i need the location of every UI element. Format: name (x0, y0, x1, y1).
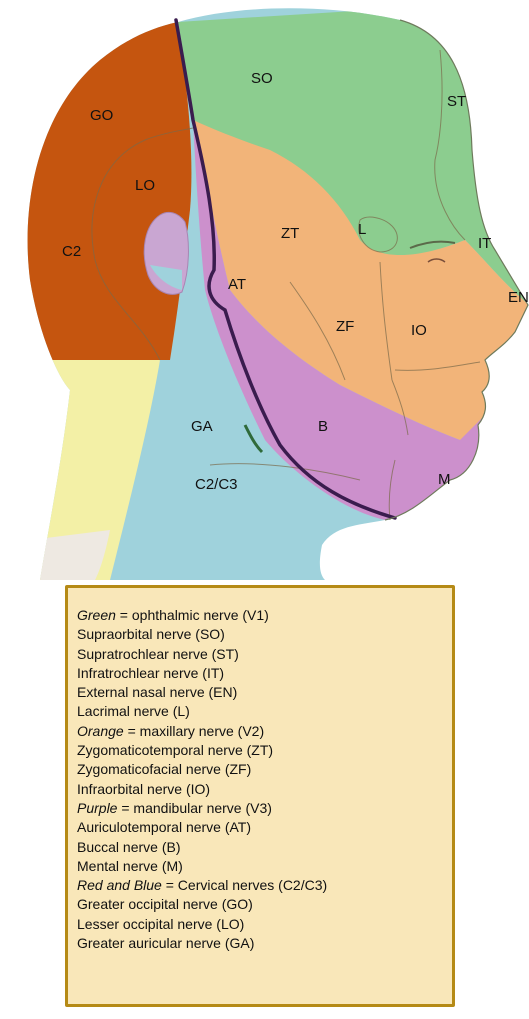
legend-item: Lesser occipital nerve (LO) (77, 915, 452, 934)
legend-color-word: Green (77, 607, 116, 623)
label-C2C3: C2/C3 (195, 476, 238, 493)
shoulder-patch (30, 530, 110, 580)
label-LO: LO (135, 177, 155, 194)
legend-heading-text: = Cervical nerves (C2/C3) (162, 877, 327, 893)
label-M: M (438, 471, 451, 488)
label-B: B (318, 418, 328, 435)
label-IT: IT (478, 235, 491, 252)
label-ZF: ZF (336, 318, 354, 335)
label-ZT: ZT (281, 225, 299, 242)
legend-item: Buccal nerve (B) (77, 838, 452, 857)
cervical-red-region (0, 0, 191, 360)
label-IO: IO (411, 322, 427, 339)
head-dermatome-illustration: SO ST GO LO C2 ZT L IT AT EN ZF IO GA B … (0, 0, 529, 580)
legend-item: Zygomaticotemporal nerve (ZT) (77, 741, 452, 760)
legend-item: Infraorbital nerve (IO) (77, 780, 452, 799)
label-SO: SO (251, 70, 273, 87)
legend-item: Greater auricular nerve (GA) (77, 934, 452, 953)
legend-item: Infratrochlear nerve (IT) (77, 664, 452, 683)
label-C2: C2 (62, 243, 81, 260)
label-GA: GA (191, 418, 213, 435)
legend-heading-text: = ophthalmic nerve (V1) (116, 607, 269, 623)
legend-color-word: Orange (77, 723, 124, 739)
legend-heading-ophthalmic: Green = ophthalmic nerve (V1) (77, 606, 452, 625)
legend-item: External nasal nerve (EN) (77, 683, 452, 702)
legend-color-word: Purple (77, 800, 117, 816)
legend-heading-cervical: Red and Blue = Cervical nerves (C2/C3) (77, 876, 452, 895)
label-GO: GO (90, 107, 113, 124)
legend-heading-text: = maxillary nerve (V2) (124, 723, 264, 739)
legend-heading-text: = mandibular nerve (V3) (117, 800, 271, 816)
legend-box: Green = ophthalmic nerve (V1) Supraorbit… (65, 585, 455, 1007)
legend-item: Zygomaticofacial nerve (ZF) (77, 760, 452, 779)
legend-item: Auriculotemporal nerve (AT) (77, 818, 452, 837)
legend-item: Mental nerve (M) (77, 857, 452, 876)
label-L: L (358, 221, 366, 238)
legend-heading-maxillary: Orange = maxillary nerve (V2) (77, 722, 452, 741)
legend-item: Greater occipital nerve (GO) (77, 895, 452, 914)
label-AT: AT (228, 276, 246, 293)
label-EN: EN (508, 289, 529, 306)
legend-item: Supraorbital nerve (SO) (77, 625, 452, 644)
legend-item: Lacrimal nerve (L) (77, 702, 452, 721)
legend-color-word: Red and Blue (77, 877, 162, 893)
legend-list: Green = ophthalmic nerve (V1) Supraorbit… (68, 588, 452, 953)
legend-heading-mandibular: Purple = mandibular nerve (V3) (77, 799, 452, 818)
label-ST: ST (447, 93, 466, 110)
legend-item: Supratrochlear nerve (ST) (77, 645, 452, 664)
